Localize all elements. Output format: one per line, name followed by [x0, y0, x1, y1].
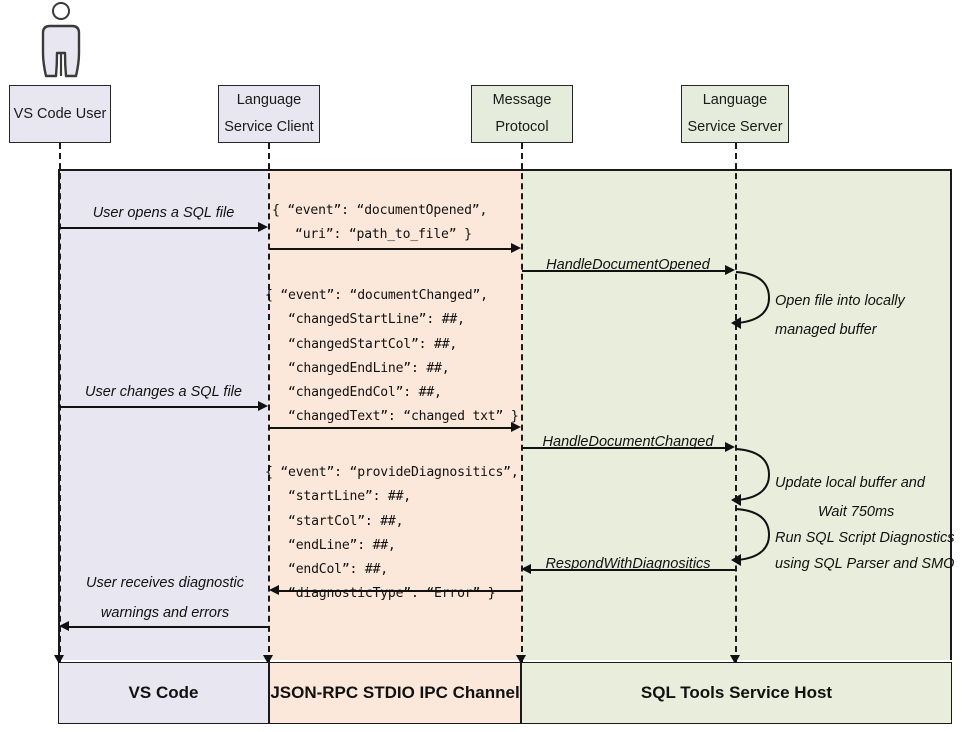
band-ipc-channel	[268, 170, 521, 660]
lifeline-header-line1: Language	[236, 92, 302, 109]
message-label-respond-with-diagnositics: RespondWithDiagnositics	[545, 556, 711, 572]
lifeline-header-vs-code-user[interactable]: VS Code User	[9, 85, 111, 143]
self-loop-run-diagnostics	[731, 508, 771, 566]
lifeline-end-arrow-message-protocol	[516, 655, 526, 664]
note-update-buffer-line1: Update local buffer and	[775, 475, 925, 491]
lifeline-message-protocol	[521, 143, 523, 662]
message-label-user-receives-line1: User receives diagnostic	[86, 575, 244, 591]
footer-cell-vs-code[interactable]: VS Code	[58, 662, 269, 724]
message-line-handle-document-opened	[522, 270, 726, 272]
note-run-diagnostics-line2: using SQL Parser and SMO	[775, 556, 955, 572]
message-line-diagnostics-to-client	[279, 590, 521, 592]
footer-cell-sql-tools-service-host[interactable]: SQL Tools Service Host	[521, 662, 952, 724]
lifeline-header-line1: Message	[492, 92, 552, 109]
band-top-border	[58, 169, 952, 171]
lifeline-header-line1: Language	[702, 92, 768, 109]
band-right-border	[950, 169, 952, 660]
message-arrowhead-user-changes	[258, 401, 268, 411]
lifeline-header-line2: Protocol	[495, 119, 549, 135]
lifeline-header-message-protocol[interactable]: Message Protocol	[471, 85, 573, 143]
message-arrowhead-document-changed	[511, 422, 521, 432]
message-arrowhead-handle-document-changed	[725, 442, 735, 452]
message-label-handle-document-opened: HandleDocumentOpened	[546, 257, 710, 273]
message-label-user-opens: User opens a SQL file	[92, 205, 235, 221]
message-line-user-changes	[59, 406, 259, 408]
self-loop-update-buffer	[731, 448, 771, 506]
lifeline-header-line1: VS Code User	[13, 105, 107, 122]
message-arrowhead-diagnostics-to-client	[269, 585, 279, 595]
lifeline-header-line2: Service Server	[687, 119, 783, 135]
message-line-respond-with-diagnositics	[531, 569, 735, 571]
note-open-file-line2: managed buffer	[775, 322, 877, 338]
self-loop-open-file	[731, 271, 771, 329]
lifeline-header-language-service-server[interactable]: Language Service Server	[681, 85, 789, 143]
lifeline-end-arrow-language-service-server	[730, 655, 740, 664]
footer-cell-label: SQL Tools Service Host	[640, 683, 833, 702]
message-label-handle-document-changed: HandleDocumentChanged	[542, 434, 714, 450]
message-label-user-changes: User changes a SQL file	[85, 384, 242, 400]
message-line-user-opens	[59, 227, 259, 229]
payload-document-opened: { “event”: “documentOpened”, “uri”: “pat…	[272, 203, 488, 243]
lifeline-end-arrow-vs-code-user	[54, 655, 64, 664]
message-line-document-changed	[269, 427, 512, 429]
message-arrowhead-user-receives	[59, 621, 69, 631]
note-open-file-line1: Open file into locally	[775, 293, 905, 309]
message-arrowhead-user-opens	[258, 222, 268, 232]
lifeline-header-line2: Service Client	[224, 119, 314, 135]
lifeline-language-service-client	[268, 143, 270, 662]
lifeline-end-arrow-language-service-client	[263, 655, 273, 664]
message-line-handle-document-changed	[522, 447, 726, 449]
payload-provide-diagnositics: { “event”: “provideDiagnositics”, “start…	[265, 465, 519, 602]
lifeline-language-service-server	[735, 143, 737, 662]
message-arrowhead-respond-with-diagnositics	[521, 564, 531, 574]
message-arrowhead-handle-document-opened	[725, 265, 735, 275]
note-run-diagnostics-line1: Run SQL Script Diagnostics	[775, 530, 955, 546]
message-label-user-receives-line2: warnings and errors	[100, 605, 230, 621]
footer-cell-label: JSON-RPC STDIO IPC Channel	[270, 683, 520, 702]
note-update-buffer-line2: Wait 750ms	[818, 504, 895, 520]
message-arrowhead-document-opened	[511, 243, 521, 253]
footer-cell-jsonrpc-stdio-ipc-channel[interactable]: JSON-RPC STDIO IPC Channel	[269, 662, 521, 724]
actor-head-icon	[52, 2, 70, 20]
message-line-document-opened	[269, 248, 512, 250]
lifeline-header-language-service-client[interactable]: Language Service Client	[218, 85, 320, 143]
lifeline-vs-code-user	[59, 143, 61, 662]
actor-body-icon	[41, 24, 81, 78]
message-line-user-receives	[69, 626, 269, 628]
user-actor-icon	[36, 2, 86, 80]
footer-cell-label: VS Code	[128, 683, 199, 702]
band-vs-code	[58, 170, 268, 660]
payload-document-changed: { “event”: “documentChanged”, “changedSt…	[265, 288, 519, 425]
